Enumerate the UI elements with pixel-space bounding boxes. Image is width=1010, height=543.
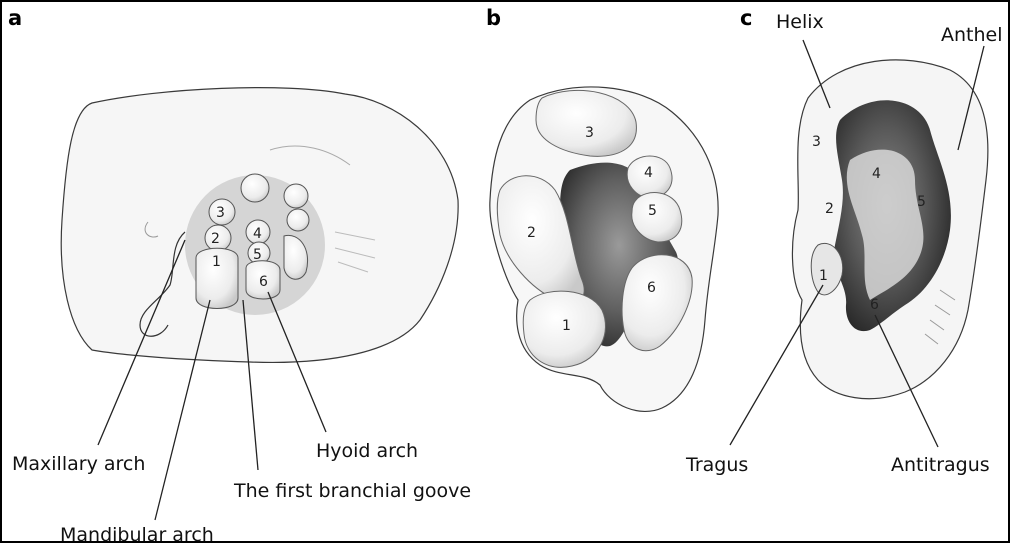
panel-b-num-2: 2 xyxy=(527,225,536,241)
panel-c-num-2: 2 xyxy=(825,201,834,217)
panel-b-num-5: 5 xyxy=(648,203,657,219)
panel-b-num-3: 3 xyxy=(585,125,594,141)
panel-c-num-5: 5 xyxy=(917,194,926,210)
label-first-branchial-groove: The first branchial goove xyxy=(233,480,471,502)
panel-a-num-3: 3 xyxy=(216,205,225,221)
panel-a-letter: a xyxy=(8,6,22,30)
panel-b-num-4: 4 xyxy=(644,165,653,181)
label-maxillary-arch: Maxillary arch xyxy=(12,453,145,475)
panel-c-num-1: 1 xyxy=(819,268,828,284)
panel-c-letter: c xyxy=(740,6,752,30)
panel-b-letter: b xyxy=(486,6,501,30)
panel-b-num-1: 1 xyxy=(562,318,571,334)
label-mandibular-arch: Mandibular arch xyxy=(60,524,214,543)
panel-c-num-6: 6 xyxy=(870,297,879,313)
label-tragus: Tragus xyxy=(685,454,748,476)
label-antitragus: Antitragus xyxy=(891,454,990,476)
panel-c-num-4: 4 xyxy=(872,166,881,182)
panel-a-num-5: 5 xyxy=(253,247,262,263)
label-anthelix: Anthel xyxy=(941,24,1003,46)
panel-a-num-2: 2 xyxy=(211,231,220,247)
panel-c-num-3: 3 xyxy=(812,134,821,150)
panel-a-num-1: 1 xyxy=(212,254,221,270)
panel-a-num-6: 6 xyxy=(259,274,268,290)
panel-b-num-6: 6 xyxy=(647,280,656,296)
hillock-a-top xyxy=(241,174,269,202)
hillock-a-right-1 xyxy=(284,184,308,208)
panel-a-num-4: 4 xyxy=(253,226,262,242)
label-helix: Helix xyxy=(776,11,824,33)
label-hyoid-arch: Hyoid arch xyxy=(316,440,418,462)
hillock-a-right-2 xyxy=(287,209,309,231)
